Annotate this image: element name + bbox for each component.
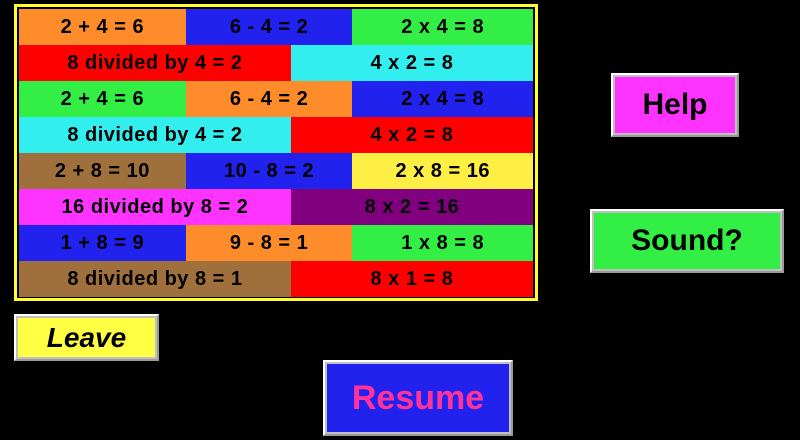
leave-button-face: Leave [18, 318, 155, 357]
help-button-face: Help [615, 77, 735, 133]
sound-button[interactable]: Sound? [590, 209, 784, 273]
fact-cell-addition[interactable]: 2 + 4 = 6 [19, 81, 186, 117]
sound-button-face: Sound? [594, 213, 780, 269]
fact-cell-addition[interactable]: 1 + 8 = 9 [19, 225, 186, 261]
fact-cell-division[interactable]: 8 divided by 8 = 1 [19, 261, 291, 297]
help-button-label: Help [642, 88, 708, 121]
fact-cell-subtraction[interactable]: 6 - 4 = 2 [185, 9, 353, 45]
leave-button[interactable]: Leave [14, 314, 159, 361]
fact-cell-multiplication[interactable]: 8 x 2 = 16 [290, 189, 533, 225]
resume-button-face: Resume [327, 364, 509, 432]
fact-cell-multiplication[interactable]: 1 x 8 = 8 [352, 225, 533, 261]
sound-button-label: Sound? [631, 224, 743, 257]
fact-cell-multiplication[interactable]: 4 x 2 = 8 [290, 117, 533, 153]
resume-button-label: Resume [351, 378, 485, 417]
help-button[interactable]: Help [611, 73, 739, 137]
fact-cell-division[interactable]: 8 divided by 4 = 2 [19, 117, 291, 153]
fact-cell-multiplication[interactable]: 4 x 2 = 8 [290, 45, 533, 81]
fact-cell-addition[interactable]: 2 + 8 = 10 [19, 153, 186, 189]
fact-cell-multiplication[interactable]: 2 x 8 = 16 [352, 153, 533, 189]
leave-button-label: Leave [46, 321, 127, 353]
fact-cell-division[interactable]: 8 divided by 4 = 2 [19, 45, 291, 81]
fact-cell-division[interactable]: 16 divided by 8 = 2 [19, 189, 291, 225]
fact-cell-subtraction[interactable]: 10 - 8 = 2 [185, 153, 353, 189]
fact-cell-multiplication[interactable]: 2 x 4 = 8 [352, 9, 533, 45]
fact-cell-subtraction[interactable]: 6 - 4 = 2 [185, 81, 353, 117]
fact-cell-multiplication[interactable]: 8 x 1 = 8 [290, 261, 533, 297]
resume-button[interactable]: Resume [323, 360, 513, 436]
fact-cell-multiplication[interactable]: 2 x 4 = 8 [352, 81, 533, 117]
fact-cell-addition[interactable]: 2 + 4 = 6 [19, 9, 186, 45]
fact-cell-subtraction[interactable]: 9 - 8 = 1 [185, 225, 353, 261]
